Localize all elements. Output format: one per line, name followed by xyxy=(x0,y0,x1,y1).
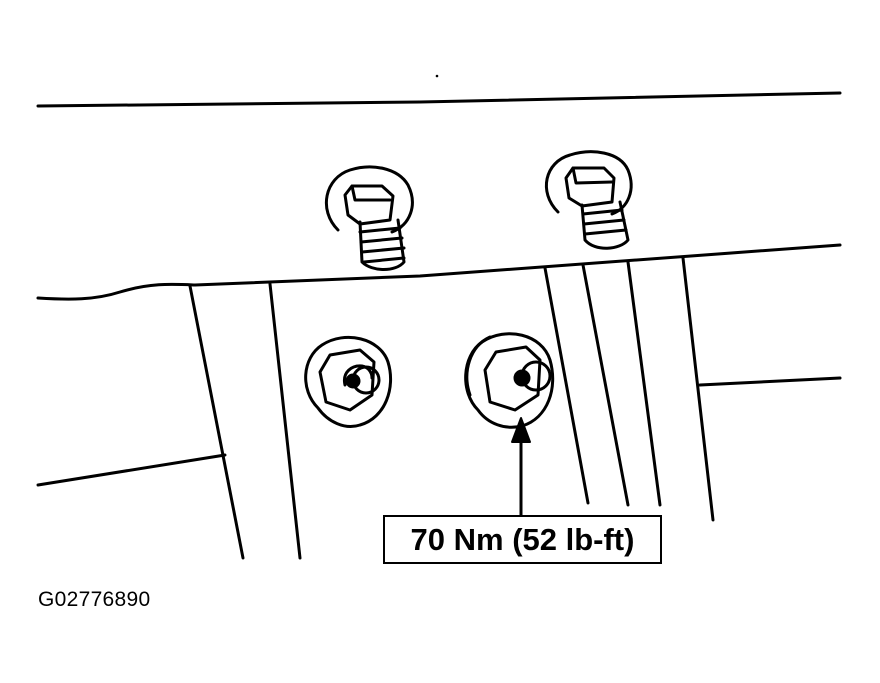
upper-bolt-right xyxy=(544,150,633,250)
plate-edge-6 xyxy=(681,256,715,522)
upper-bolt-left xyxy=(324,165,414,271)
plate-edge-5 xyxy=(626,260,662,507)
torque-arrow xyxy=(511,417,531,517)
frame-top-edge xyxy=(36,91,842,108)
plate-edge-1 xyxy=(188,284,245,560)
plate-edge-3 xyxy=(543,266,590,505)
left-rail xyxy=(36,453,227,487)
bracket-top-edge xyxy=(36,243,842,301)
plate-edge-4 xyxy=(581,263,630,507)
right-rail xyxy=(698,376,842,387)
torque-callout-label: 70 Nm (52 lb-ft) xyxy=(383,515,662,564)
figure-id-label: G02776890 xyxy=(38,588,151,611)
lower-nut-right xyxy=(464,332,555,429)
plate-edge-2 xyxy=(268,282,302,560)
speck xyxy=(435,74,439,78)
lower-nut-left xyxy=(304,336,393,428)
